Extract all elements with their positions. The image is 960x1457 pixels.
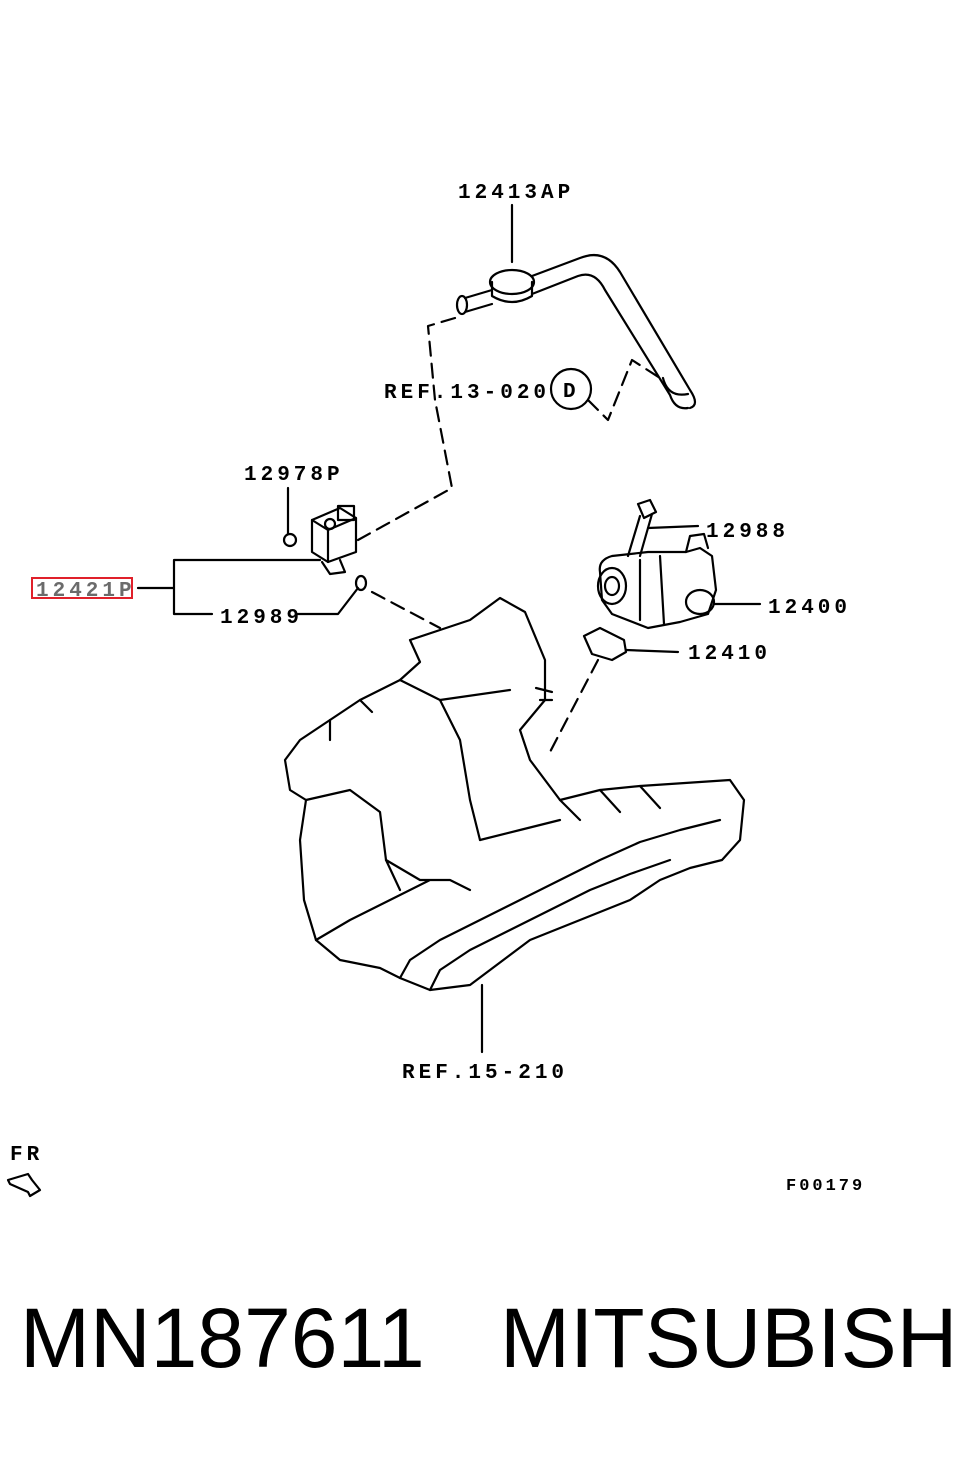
highlight-box xyxy=(31,577,133,599)
intake-manifold-drawing xyxy=(283,596,746,1054)
ref-circle xyxy=(549,367,593,411)
egr-valve-drawing xyxy=(596,532,762,630)
label-fr: FR xyxy=(10,1144,43,1167)
footer-caption: MN187611 MITSUBISHI xyxy=(0,1290,960,1400)
dashed-leaders xyxy=(356,316,662,754)
bolt-drawing xyxy=(626,498,700,558)
brand-name: MITSUBISHI xyxy=(500,1291,960,1385)
label-12421P[interactable]: 12421P xyxy=(36,580,136,603)
front-arrow-icon xyxy=(6,1172,42,1198)
figure-code: F00179 xyxy=(786,1177,865,1196)
label-12400[interactable]: 12400 xyxy=(768,597,851,620)
label-12989[interactable]: 12989 xyxy=(220,607,303,630)
label-circle-d: D xyxy=(563,381,580,404)
label-12988[interactable]: 12988 xyxy=(706,521,789,544)
screw-drawing xyxy=(282,532,298,548)
part-number: MN187611 xyxy=(20,1291,425,1385)
label-12978P[interactable]: 12978P xyxy=(244,464,344,487)
gasket-drawing xyxy=(582,626,628,662)
solenoid-drawing xyxy=(310,504,358,576)
label-12413AP[interactable]: 12413AP xyxy=(458,182,574,205)
label-12410[interactable]: 12410 xyxy=(688,643,771,666)
label-ref-15-210[interactable]: REF.15-210 xyxy=(402,1062,568,1085)
hose-drawing xyxy=(455,203,697,410)
oring-drawing xyxy=(354,574,368,592)
label-ref-13-020[interactable]: REF.13-020 xyxy=(384,382,550,405)
